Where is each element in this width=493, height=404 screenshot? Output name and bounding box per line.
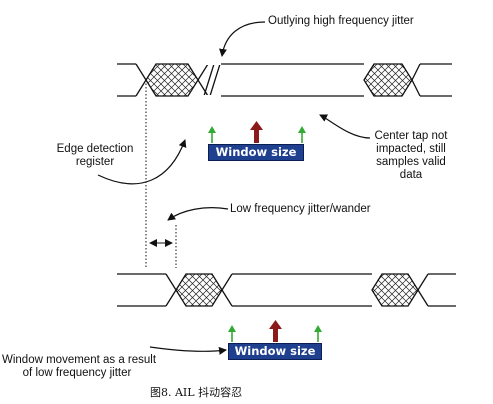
window-size-box-top: Window size xyxy=(208,144,304,161)
window-movement-callout-arrow xyxy=(149,346,227,355)
low-freq-callout-arrow xyxy=(167,207,229,221)
left-sample-arrow-icon xyxy=(228,325,236,342)
center-tap-line-4: data xyxy=(399,169,423,181)
edge-detection-callout-arrow xyxy=(97,139,187,185)
figure-caption: 图8. AIL 抖动容忍 xyxy=(150,386,243,399)
top-sample-arrows xyxy=(208,121,306,143)
edge-detection-label: Edge detection register xyxy=(50,143,140,169)
window-size-box-bottom: Window size xyxy=(228,343,322,360)
low-frequency-jitter-label: Low frequency jitter/wander xyxy=(230,203,371,215)
top-waveform xyxy=(117,63,452,97)
center-sample-arrow-icon xyxy=(250,121,263,143)
edge-detection-line-1: Edge detection xyxy=(56,143,134,155)
edge-reference-dotted-lines xyxy=(145,80,177,268)
window-movement-label: Window movement as a result of low frequ… xyxy=(2,354,157,380)
center-tap-label: Center tap not impacted, still samples v… xyxy=(363,130,459,182)
outlying-jitter-callout-arrow xyxy=(219,21,266,57)
center-tap-callout-arrow xyxy=(319,114,371,139)
center-tap-line-3: samples valid xyxy=(376,156,446,168)
outlying-jitter-edge xyxy=(203,62,221,98)
center-tap-line-2: impacted, still xyxy=(376,143,446,155)
outlying-jitter-label: Outlying high frequency jitter xyxy=(268,15,414,27)
center-sample-arrow-icon xyxy=(269,320,282,342)
right-sample-arrow-icon xyxy=(314,325,322,342)
edge-detection-line-2: register xyxy=(75,156,115,168)
bottom-sample-arrows xyxy=(228,320,322,342)
center-tap-line-1: Center tap not xyxy=(374,130,448,142)
right-sample-arrow-icon xyxy=(298,126,306,143)
window-movement-line-1: Window movement as a result xyxy=(2,354,157,366)
window-movement-line-2: of low frequency jitter xyxy=(22,367,132,379)
left-sample-arrow-icon xyxy=(208,126,216,143)
bottom-waveform xyxy=(117,273,456,307)
